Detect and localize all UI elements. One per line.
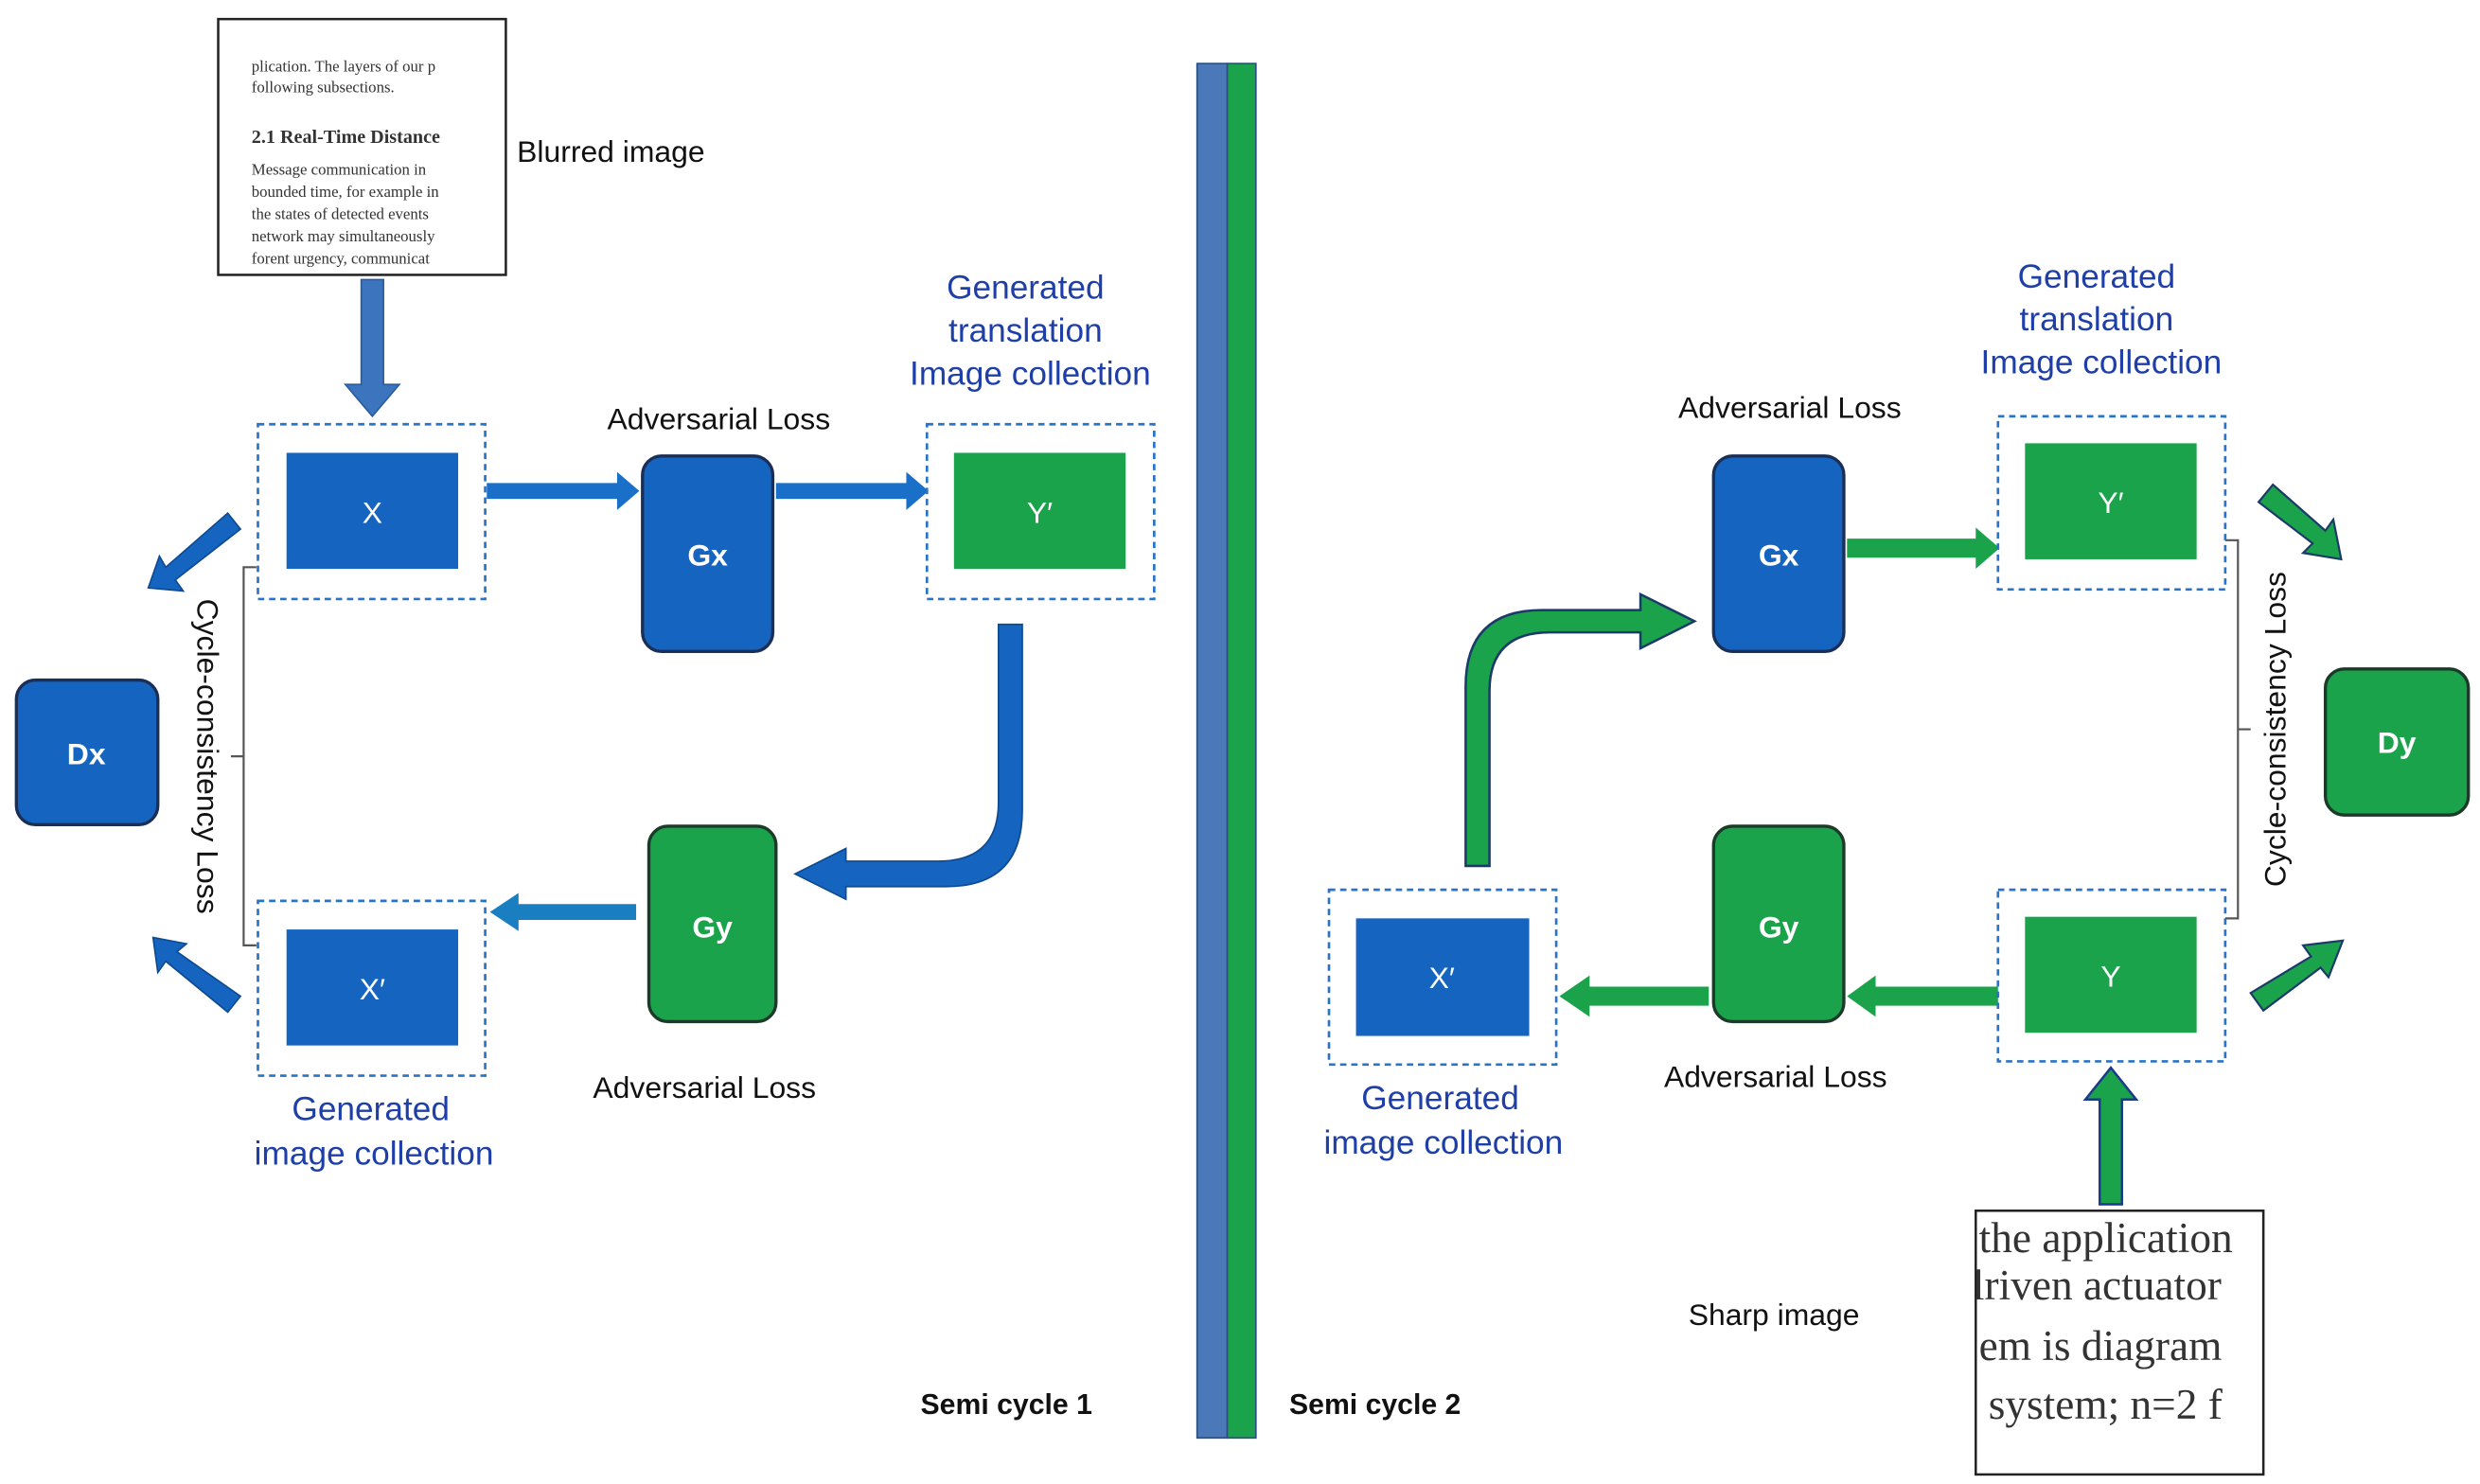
blurred-image: plication. The layers of our p following… [217, 17, 507, 276]
svg-text:Y′: Y′ [2098, 486, 2123, 520]
arrow-left-icon [1559, 975, 1709, 1017]
svg-text:Dx: Dx [67, 737, 106, 771]
generated-translation-label: Generated translation Image collection [910, 270, 1151, 393]
svg-text:the states of detected events: the states of detected events [252, 205, 429, 223]
svg-text:Gx: Gx [1759, 539, 1799, 573]
svg-text:Y: Y [2100, 960, 2120, 994]
svg-text:forent urgency, communicat: forent urgency, communicat [252, 250, 430, 268]
semi-cycle-1-label: Semi cycle 1 [921, 1389, 1092, 1421]
adversarial-loss-label: Adversarial Loss [1678, 391, 1902, 425]
arrow-left-icon [1847, 975, 1998, 1017]
svg-text:X′: X′ [360, 972, 385, 1006]
adversarial-loss-label: Adversarial Loss [608, 401, 831, 435]
cycle-consistency-loss-label: Cycle-consistency Loss [191, 599, 225, 914]
svg-text:X′: X′ [1429, 961, 1455, 995]
generator-gx [641, 454, 775, 653]
svg-text:Y′: Y′ [1027, 495, 1053, 529]
svg-text:translation: translation [2020, 301, 2174, 338]
svg-text:Image collection: Image collection [1981, 344, 2223, 381]
svg-text:Generated: Generated [292, 1091, 450, 1128]
svg-text:Gy: Gy [692, 910, 733, 944]
x-prime-box [286, 929, 459, 1046]
svg-text:Image collection: Image collection [910, 355, 1151, 392]
discriminator-dx [14, 678, 160, 826]
svg-text:Generated: Generated [1361, 1080, 1519, 1117]
generator-gx [1711, 454, 1846, 653]
generated-image-label: Generated image collection [1324, 1080, 1564, 1161]
semi-cycle-divider [1196, 62, 1257, 1440]
svg-text:Gx: Gx [687, 539, 728, 573]
svg-text:the application: the application [1979, 1214, 2233, 1262]
svg-text:em is diagram: em is diagram [1979, 1322, 2223, 1369]
generator-gy [647, 824, 778, 1024]
arrow-diagonal-icon [147, 512, 242, 592]
svg-text:Generated: Generated [2018, 258, 2176, 295]
blurred-image-label: Blurred image [517, 134, 704, 168]
svg-text:system; n=2 f: system; n=2 f [1989, 1381, 2223, 1428]
svg-text:translation: translation [948, 312, 1103, 349]
svg-text:following subsections.: following subsections. [252, 78, 395, 96]
svg-text:lriven actuator: lriven actuator [1973, 1262, 2222, 1309]
curved-arrow-icon [1464, 592, 1697, 868]
svg-text:bounded time, for example in: bounded time, for example in [252, 183, 439, 201]
svg-text:image collection: image collection [255, 1136, 494, 1173]
y-prime-box [953, 452, 1126, 570]
arrow-right-icon [775, 471, 929, 510]
adversarial-loss-label: Adversarial Loss [1664, 1059, 1887, 1093]
svg-text:image collection: image collection [1324, 1124, 1564, 1161]
svg-text:Dy: Dy [2378, 726, 2417, 760]
sharp-image: the application lriven actuator em is di… [1973, 1209, 2265, 1476]
generated-translation-label: Generated translation Image collection [1981, 258, 2223, 381]
svg-text:X: X [363, 495, 382, 529]
discriminator-dy [2323, 667, 2471, 817]
x-prime-box [1355, 918, 1530, 1036]
arrow-left-icon [489, 892, 637, 931]
svg-text:Gy: Gy [1759, 910, 1799, 944]
arrow-down-icon [344, 278, 401, 418]
generated-image-label: Generated image collection [255, 1091, 494, 1173]
x-box [286, 452, 459, 570]
svg-text:Message communication in: Message communication in [252, 161, 427, 179]
arrow-diagonal-icon [2249, 939, 2345, 1013]
svg-text:Generated: Generated [947, 270, 1105, 307]
y-box [2025, 916, 2197, 1034]
generator-gy [1711, 824, 1846, 1024]
arrow-right-icon [487, 471, 640, 510]
adversarial-loss-label: Adversarial Loss [593, 1070, 816, 1104]
arrow-up-icon [2082, 1066, 2139, 1206]
sharp-image-label: Sharp image [1689, 1298, 1860, 1332]
cycle-loss-bracket [2224, 539, 2251, 920]
cycle-loss-bracket [230, 566, 257, 946]
cycle-consistency-loss-label: Cycle-consistency Loss [2259, 572, 2293, 887]
svg-text:plication. The layers of our p: plication. The layers of our p [252, 58, 435, 76]
semi-cycle-2-label: Semi cycle 2 [1289, 1389, 1461, 1421]
svg-text:network may simultaneously: network may simultaneously [252, 227, 435, 245]
arrow-right-icon [1847, 527, 2000, 570]
y-prime-box [2025, 443, 2197, 559]
svg-text:2.1 Real-Time Distance: 2.1 Real-Time Distance [252, 127, 440, 148]
curved-arrow-icon [793, 623, 1023, 901]
arrow-diagonal-icon [2257, 483, 2343, 561]
arrow-diagonal-icon [151, 936, 242, 1014]
